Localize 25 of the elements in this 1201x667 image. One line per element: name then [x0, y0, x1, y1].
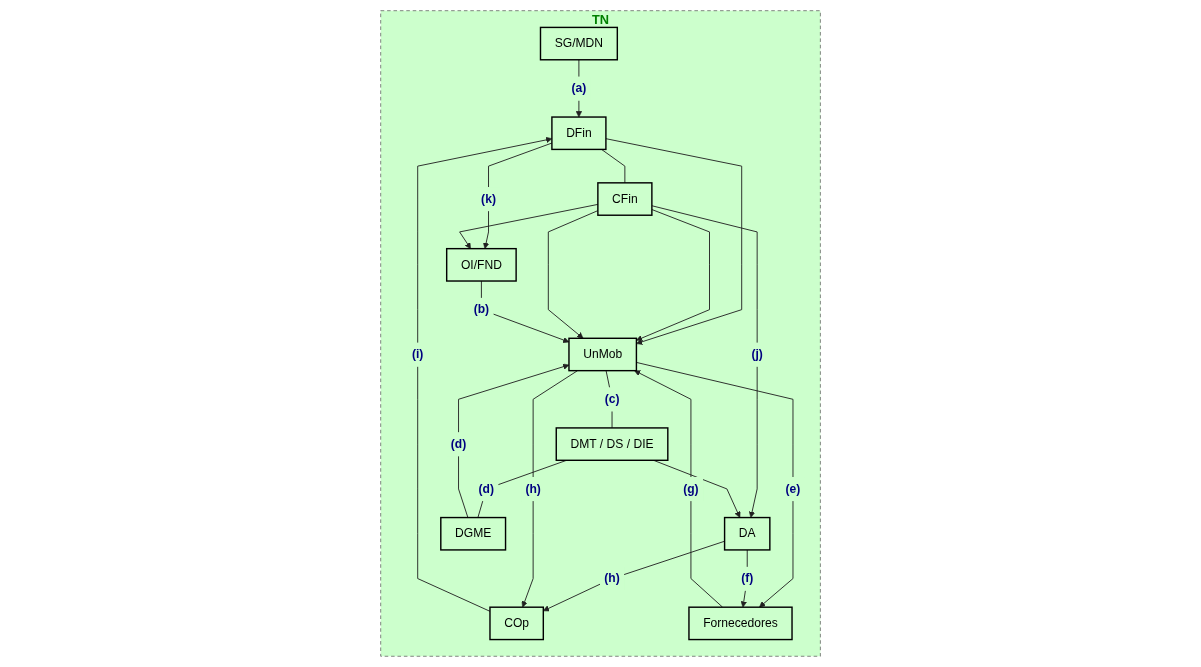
node-box: COp — [489, 606, 544, 641]
edge-label: (k) — [481, 192, 496, 206]
edge-label: (h) — [604, 571, 620, 586]
edge-label: (g) — [683, 482, 699, 496]
edge-label: (j) — [751, 347, 763, 362]
connector — [605, 370, 613, 429]
node-box: DA — [723, 516, 771, 551]
edge-label: (d) — [478, 482, 494, 496]
edge-label: (f) — [741, 571, 754, 586]
node-box: OI/FND — [445, 247, 517, 282]
node-box: SG/MDN — [539, 26, 618, 61]
node-box: DFin — [551, 116, 607, 151]
edge-label: (h) — [525, 482, 541, 496]
edge-label: (b) — [473, 302, 490, 317]
edge-label: (d) — [450, 437, 467, 451]
connector — [601, 148, 626, 184]
node-box: UnMob — [568, 337, 638, 372]
node-box: DMT / DS / DIE — [555, 427, 669, 461]
node-box: CFin — [597, 182, 653, 216]
edge-label: (e) — [785, 482, 801, 496]
edge-label: (i) — [411, 347, 424, 362]
node-box: Fornecedores — [688, 606, 793, 641]
edge-label: (c) — [604, 392, 620, 406]
node-box: DGME — [440, 516, 507, 551]
edge-label: (a) — [571, 81, 587, 96]
